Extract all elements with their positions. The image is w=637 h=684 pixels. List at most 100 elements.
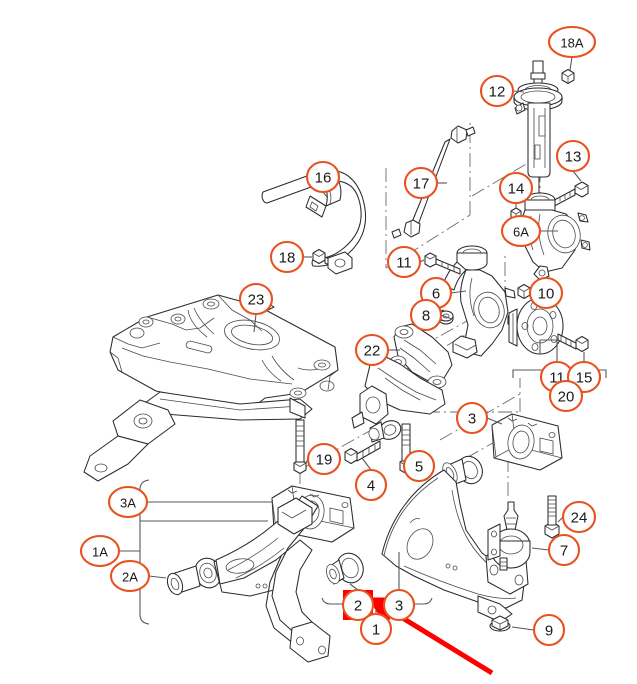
callout-17[interactable]: 17: [403, 166, 439, 200]
callout-18a[interactable]: 18A: [547, 25, 597, 59]
part-nut-10: [517, 283, 531, 300]
part-bolt-24: [544, 495, 560, 539]
part-bolt-19: [293, 419, 307, 475]
callout-label: 6A: [513, 225, 529, 240]
callout-circle: [354, 333, 390, 367]
part-bolt-11-upper: [424, 252, 461, 275]
callout-circle: [528, 276, 564, 310]
callout-circle: [306, 442, 342, 476]
callout-7[interactable]: 7: [547, 533, 581, 567]
part-bolt-15: [557, 333, 589, 353]
callout-label: 20: [558, 389, 575, 406]
callout-circle: [500, 214, 542, 248]
callout-23[interactable]: 23: [238, 282, 274, 316]
callout-13[interactable]: 13: [555, 139, 591, 173]
callout-label: 22: [364, 343, 381, 360]
part-bolt-4: [344, 440, 381, 465]
callout-label: 2: [354, 598, 362, 615]
callout-circle: [547, 533, 581, 567]
callout-10[interactable]: 10: [528, 276, 564, 310]
callout-3[interactable]: 3: [382, 588, 416, 622]
callout-circle: [498, 171, 534, 205]
callout-circle: [409, 298, 443, 332]
callout-4[interactable]: 4: [354, 468, 388, 502]
callout-circle: [269, 240, 305, 274]
callout-circle: [341, 588, 375, 622]
callout-circle: [561, 500, 597, 534]
callout-24[interactable]: 24: [561, 500, 597, 534]
callout-label: 9: [545, 623, 553, 640]
callout-3a[interactable]: 3A: [107, 485, 149, 519]
part-ball-joint-7: [487, 501, 531, 571]
callout-2a[interactable]: 2A: [109, 559, 151, 593]
callout-label: 10: [538, 286, 555, 303]
callout-circle: [555, 139, 591, 173]
part-nut-18a: [561, 68, 575, 85]
callout-19[interactable]: 19: [306, 442, 342, 476]
callout-label: 3A: [120, 496, 136, 511]
callout-circle: [238, 282, 274, 316]
callout-label: 19: [316, 452, 333, 469]
callout-label: 24: [571, 510, 588, 527]
callout-label: 18: [279, 250, 296, 267]
callout-label: 1A: [92, 545, 108, 560]
callout-label: 3: [468, 411, 476, 428]
callout-label: 16: [315, 170, 332, 187]
callout-label: 15: [576, 370, 593, 387]
callout-11[interactable]: 11: [386, 245, 422, 279]
callout-circle: [403, 166, 439, 200]
callout-circle: [547, 25, 597, 59]
part-subframe-23: [83, 294, 339, 482]
part-wheel-hub-20: [508, 297, 564, 355]
callout-circle: [386, 245, 422, 279]
callout-label: 7: [560, 543, 568, 560]
part-nut-9: [489, 615, 511, 632]
callout-14[interactable]: 14: [498, 171, 534, 205]
callout-label: 12: [489, 84, 506, 101]
callout-label: 2A: [122, 570, 138, 585]
callout-label: 8: [422, 308, 430, 325]
callout-5[interactable]: 5: [402, 449, 436, 483]
callout-circle: [455, 401, 489, 435]
callout-label: 4: [367, 478, 375, 495]
callout-16[interactable]: 16: [305, 160, 341, 194]
callout-circle: [382, 588, 416, 622]
callout-circle: [479, 74, 515, 108]
callout-circle: [359, 612, 393, 646]
part-bolt-18: [312, 248, 353, 275]
callout-3[interactable]: 3: [455, 401, 489, 435]
callout-circle: [548, 379, 584, 413]
callout-label: 6: [432, 286, 440, 303]
callout-label: 5: [415, 459, 423, 476]
callout-label: 3: [395, 598, 403, 615]
callout-9[interactable]: 9: [532, 613, 566, 647]
callout-12[interactable]: 12: [479, 74, 515, 108]
part-stabilizer-bar-16: [259, 169, 367, 312]
callout-circle: [532, 613, 566, 647]
callout-circle: [305, 160, 341, 194]
callout-label: 18A: [560, 36, 583, 51]
part-engine-mount-bracket-22: [351, 323, 453, 443]
callout-label: 11: [396, 255, 412, 272]
part-bushing-2: [326, 552, 364, 585]
callout-6a[interactable]: 6A: [500, 214, 542, 248]
callout-circle: [402, 449, 436, 483]
callout-1[interactable]: 1: [359, 612, 393, 646]
callout-8[interactable]: 8: [409, 298, 443, 332]
callout-22[interactable]: 22: [354, 333, 390, 367]
callout-label: 13: [565, 149, 582, 166]
callout-2[interactable]: 2: [341, 588, 375, 622]
callout-label: 1: [372, 622, 380, 639]
callout-label: 23: [248, 292, 265, 309]
callout-circle: [109, 559, 151, 593]
callout-20[interactable]: 20: [548, 379, 584, 413]
callout-1a[interactable]: 1A: [79, 534, 121, 568]
callout-circle: [79, 534, 121, 568]
part-strut-assembly-12: [513, 60, 563, 201]
callout-label: 14: [508, 181, 525, 198]
part-control-arm-left-1a: [166, 495, 331, 663]
part-bushing-3-right: [491, 413, 563, 471]
callout-18[interactable]: 18: [269, 240, 305, 274]
